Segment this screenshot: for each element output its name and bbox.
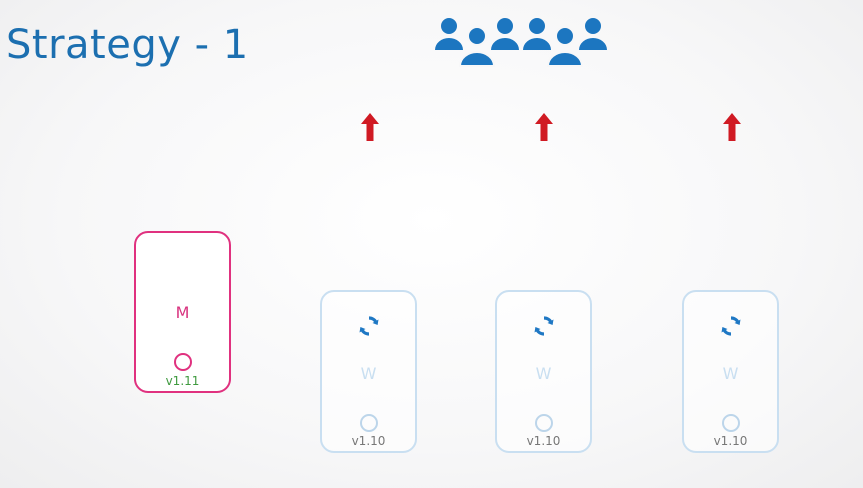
worker-version: v1.10 — [526, 434, 561, 448]
worker-label: W — [722, 364, 739, 383]
master-label: M — [175, 303, 190, 322]
worker-node: W v1.10 — [495, 290, 592, 453]
arrow-up-icon — [534, 112, 554, 142]
sync-icon — [534, 316, 553, 336]
sync-icon — [359, 316, 378, 336]
worker-version: v1.10 — [351, 434, 386, 448]
circle-icon — [173, 353, 192, 371]
master-node: M v1.11 — [134, 231, 231, 393]
users-group-icon — [521, 14, 609, 70]
page-title: Strategy - 1 — [6, 22, 249, 68]
arrow-up-icon — [360, 112, 380, 142]
worker-label: W — [360, 364, 377, 383]
worker-node: W v1.10 — [320, 290, 417, 453]
worker-node: W v1.10 — [682, 290, 779, 453]
circle-icon — [721, 414, 740, 432]
master-version: v1.11 — [165, 374, 200, 388]
circle-icon — [534, 414, 553, 432]
arrow-up-icon — [722, 112, 742, 142]
worker-label: W — [535, 364, 552, 383]
worker-version: v1.10 — [713, 434, 748, 448]
circle-icon — [359, 414, 378, 432]
users-group-icon — [433, 14, 521, 70]
sync-icon — [721, 316, 740, 336]
